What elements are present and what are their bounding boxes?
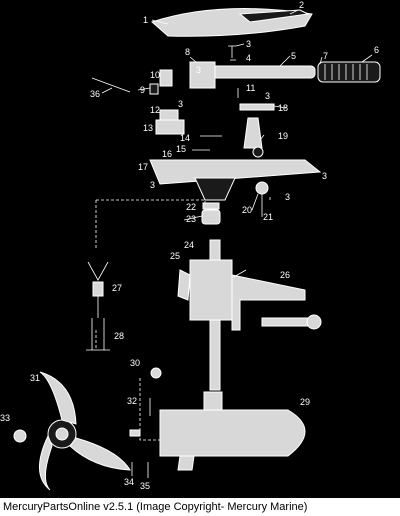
callout-label: 23 bbox=[186, 214, 196, 224]
callout-label: 5 bbox=[291, 51, 296, 61]
callout-label: 18 bbox=[278, 103, 288, 113]
callout-label: 26 bbox=[280, 270, 290, 280]
callout-label: 25 bbox=[170, 251, 180, 261]
base-plate bbox=[149, 159, 322, 185]
callout-label: 33 bbox=[0, 413, 10, 423]
motor-housing bbox=[159, 391, 306, 471]
callout-label: 14 bbox=[180, 133, 190, 143]
callout-label: 16 bbox=[162, 149, 172, 159]
cable-tie bbox=[91, 77, 131, 93]
callout-label: 17 bbox=[138, 162, 148, 172]
exploded-parts-diagram: 1 2 3 4 5 6 7 8 3 9 10 36 11 3 18 12 3 1… bbox=[0, 0, 381, 491]
prop-nut bbox=[150, 367, 162, 379]
screw-icon bbox=[228, 45, 236, 61]
callout-label: 29 bbox=[300, 397, 310, 407]
callout-label: 1 bbox=[143, 15, 148, 25]
image-caption: MercuryPartsOnline v2.5.1 (Image Copyrig… bbox=[0, 498, 400, 516]
callout-label: 32 bbox=[127, 396, 137, 406]
callout-label: 3 bbox=[265, 91, 270, 101]
callout-label: 3 bbox=[196, 65, 201, 75]
callout-label: 19 bbox=[278, 131, 288, 141]
callout-label: 8 bbox=[185, 47, 190, 57]
callout-label: 11 bbox=[246, 83, 255, 93]
clamp-bracket bbox=[177, 239, 322, 391]
callout-label: 3 bbox=[150, 180, 155, 190]
callout-label: 35 bbox=[140, 481, 150, 491]
callout-label: 3 bbox=[322, 171, 327, 181]
callout-label: 9 bbox=[140, 85, 145, 95]
callout-label: 27 bbox=[112, 283, 122, 293]
switch bbox=[149, 69, 173, 95]
callout-label: 3 bbox=[246, 39, 251, 49]
callout-label: 24 bbox=[184, 240, 194, 250]
top-cover bbox=[151, 8, 313, 37]
callout-label: 36 bbox=[90, 89, 100, 99]
propeller bbox=[39, 371, 131, 491]
callout-label: 22 bbox=[186, 202, 196, 212]
callout-label: 15 bbox=[176, 144, 186, 154]
washer bbox=[13, 429, 27, 443]
callout-label: 28 bbox=[114, 331, 124, 341]
nut bbox=[255, 181, 269, 195]
callout-label: 34 bbox=[124, 477, 134, 487]
callout-label: 12 bbox=[150, 105, 160, 115]
tiller-handle bbox=[204, 61, 381, 83]
callout-label: 6 bbox=[374, 45, 379, 55]
fuse-leads bbox=[86, 261, 110, 351]
callout-label: 2 bbox=[299, 0, 304, 10]
control-block bbox=[155, 109, 185, 135]
callout-label: 20 bbox=[242, 205, 252, 215]
callout-label: 4 bbox=[246, 53, 251, 63]
callout-label: 13 bbox=[143, 123, 153, 133]
callout-label: 30 bbox=[130, 358, 140, 368]
callout-label: 10 bbox=[150, 70, 160, 80]
collar bbox=[201, 202, 221, 225]
callout-label: 3 bbox=[178, 99, 183, 109]
tiller-bracket bbox=[189, 61, 216, 89]
callout-label: 31 bbox=[30, 373, 40, 383]
callout-label: 3 bbox=[285, 192, 290, 202]
callout-label: 7 bbox=[323, 51, 328, 61]
callout-label: 21 bbox=[263, 212, 273, 222]
wiring-parts bbox=[237, 88, 275, 158]
